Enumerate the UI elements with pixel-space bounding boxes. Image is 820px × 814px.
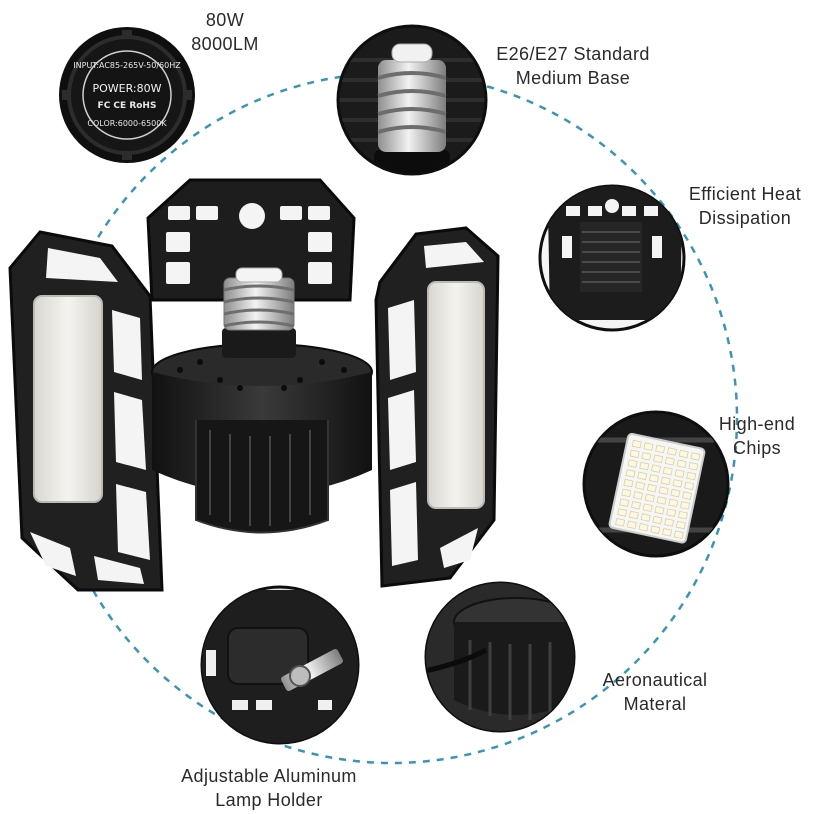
screw-base [222,267,296,358]
led-chip [627,459,638,468]
led-chip [630,500,641,510]
led-chip [623,478,634,488]
led-chip [639,461,650,471]
led-chip [670,488,681,498]
detail-power-badge: INPUT:AC85-265V-50/60HZ POWER:80W FC CE … [59,27,195,163]
led-chip [666,447,677,456]
label-material-line1: Aeronautical [602,670,708,690]
detail-holder-closeup [200,585,360,745]
led-chip [621,488,632,498]
led-chip [644,493,655,503]
led-chip [684,481,695,491]
label-chips: High-end Chips [712,412,802,460]
central-drum [151,343,373,534]
led-chip [678,449,689,459]
label-base-line1: E26/E27 Standard [496,44,650,64]
led-chip [690,452,701,461]
led-chip [664,457,675,466]
led-chip [682,491,693,500]
led-chip [648,474,659,483]
badge-power-text: POWER:80W [92,82,161,95]
led-chip [666,508,677,517]
led-chip [653,454,664,464]
detail-base-closeup [336,24,488,176]
led-chip [664,518,675,527]
led-chip [677,510,688,520]
led-chip [658,486,669,495]
detail-chips-closeup [582,410,730,558]
left-wing-panel [8,230,164,592]
detail-heat-closeup [538,184,686,332]
led-chip [619,498,630,507]
left-led-panel [33,295,103,503]
led-chip [668,498,679,508]
led-chip [646,483,657,493]
led-chip [617,508,628,517]
led-chip [642,503,653,512]
led-chip [629,449,640,459]
label-heat-line2: Dissipation [698,208,792,228]
led-chip [631,439,642,449]
led-chip [676,459,687,469]
label-material-line2: Materal [623,694,687,714]
led-chip [675,520,686,530]
led-chip [625,469,636,478]
led-chip [637,471,648,481]
led-chip [641,452,652,461]
label-holder-line2: Lamp Holder [215,790,323,810]
label-chips-line2: Chips [732,438,782,458]
label-heat-line1: Efficient Heat [688,184,802,204]
label-base-line2: Medium Base [515,68,631,88]
led-chip [626,520,637,530]
badge-color-text: COLOR:6000-6500K [87,119,167,128]
label-heat: Efficient Heat Dissipation [680,182,810,230]
led-chip [651,464,662,473]
led-chip [615,518,626,527]
led-chip [672,479,683,488]
led-chip [633,491,644,500]
badge-input-text: INPUT:AC85-265V-50/60HZ [73,61,181,70]
led-chip [662,466,673,476]
led-chip [688,462,699,471]
label-power-line1: 80W [205,10,245,30]
led-chip [643,442,654,451]
led-chip [638,523,649,532]
label-holder-line1: Adjustable Aluminum [181,766,357,786]
led-chip [652,515,663,525]
led-chip [680,501,691,510]
led-chip [650,525,661,535]
led-chip [654,505,665,515]
label-holder: Adjustable Aluminum Lamp Holder [164,764,374,812]
right-led-panel [427,281,485,509]
label-chips-line1: High-end [718,414,796,434]
label-material: Aeronautical Materal [585,668,725,716]
detail-material-closeup [424,581,576,733]
label-base: E26/E27 Standard Medium Base [478,42,668,90]
label-power: 80W 8000LM [180,8,270,56]
right-wing-panel [374,226,500,588]
led-chip [656,496,667,505]
led-chip [660,476,671,486]
led-chip [628,510,639,520]
badge-marks-text: FC CE RoHS [98,101,157,111]
led-chip [655,444,666,454]
led-chip [640,513,651,522]
label-power-line2: 8000LM [191,34,259,54]
garage-light-product [8,178,500,592]
led-chip [662,528,673,537]
back-panel [146,178,356,302]
led-chip [635,481,646,490]
led-chip [686,471,697,481]
led-chip [674,469,685,478]
led-chip [673,530,684,539]
